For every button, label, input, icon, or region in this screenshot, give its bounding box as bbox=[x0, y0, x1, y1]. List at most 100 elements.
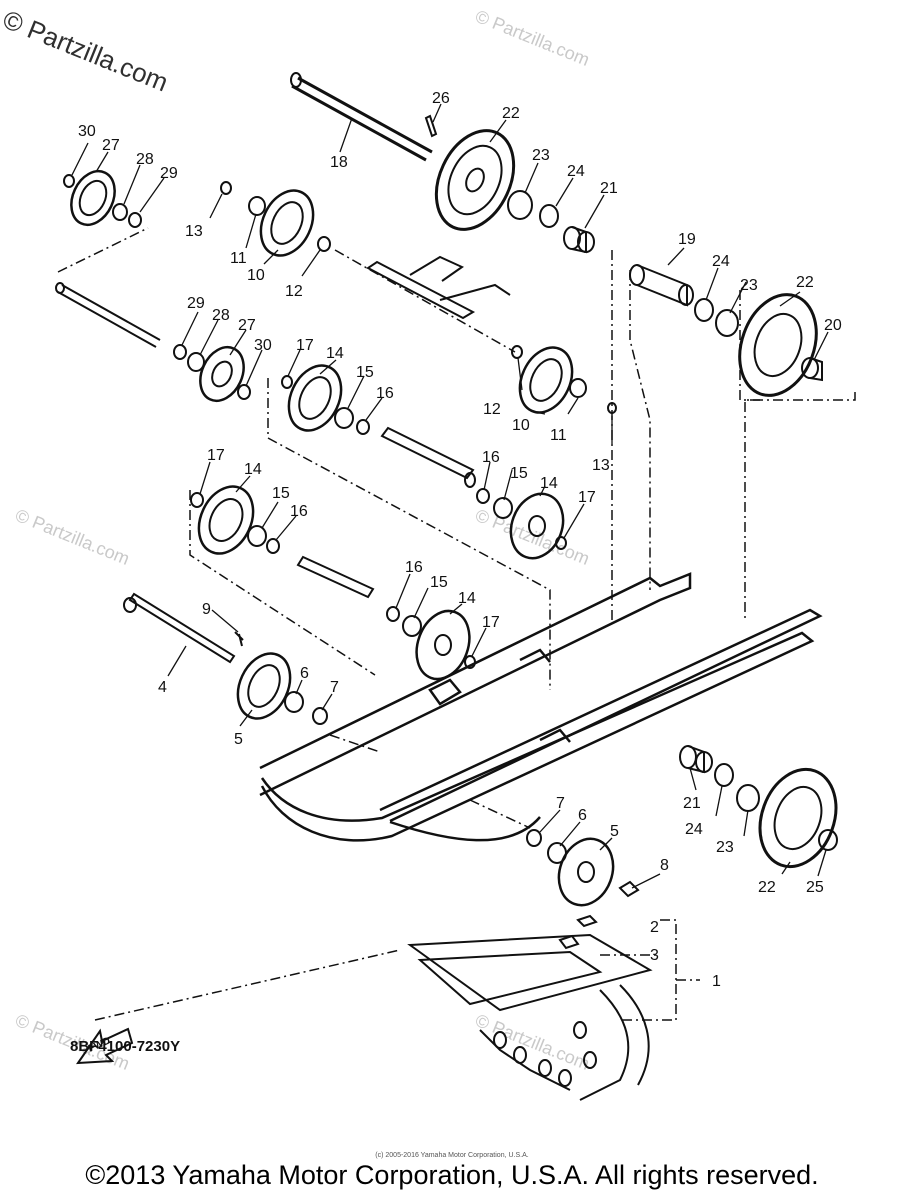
callout-15-c: 15 bbox=[510, 465, 528, 482]
callout-2: 2 bbox=[650, 919, 659, 936]
callout-21-lower: 21 bbox=[683, 795, 701, 812]
callout-22: 22 bbox=[502, 105, 520, 122]
wheel-22-right-illustration bbox=[738, 293, 818, 397]
washer-12-left bbox=[317, 236, 331, 252]
wheel-14-d-illustration bbox=[415, 609, 471, 681]
callout-29: 29 bbox=[160, 165, 178, 182]
callout-16-b: 16 bbox=[290, 503, 308, 520]
callout-25: 25 bbox=[806, 879, 824, 896]
stud-2-illustration bbox=[576, 914, 598, 928]
collar-24-lower bbox=[714, 763, 734, 787]
wheel-10-left-illustration bbox=[259, 189, 315, 257]
nut-30-mid bbox=[237, 384, 251, 400]
wheel-10-right-illustration bbox=[518, 346, 574, 414]
fwd-arrow-icon bbox=[76, 1027, 134, 1065]
callout-7-left: 7 bbox=[330, 679, 339, 696]
seal-16-d bbox=[386, 606, 400, 622]
callout-21: 21 bbox=[600, 180, 618, 197]
wheel-14-c-illustration bbox=[509, 492, 565, 560]
callout-23: 23 bbox=[532, 147, 550, 164]
callout-17-c: 17 bbox=[578, 489, 596, 506]
callout-23-lower: 23 bbox=[716, 839, 734, 856]
diagram-reference-code: 8BF4100-7230Y bbox=[70, 1038, 181, 1055]
stud-3-illustration bbox=[558, 934, 580, 950]
clip-9-illustration bbox=[234, 631, 244, 647]
callout-12: 12 bbox=[285, 283, 303, 300]
bearing-23-lower bbox=[736, 784, 760, 812]
bearing-15-c bbox=[493, 497, 513, 519]
callout-28: 28 bbox=[136, 151, 154, 168]
callout-14-d: 14 bbox=[458, 590, 476, 607]
callout-24-right: 24 bbox=[712, 253, 730, 270]
nut-8-illustration bbox=[618, 880, 640, 898]
callout-3: 3 bbox=[650, 947, 659, 964]
callout-6-right: 6 bbox=[578, 807, 587, 824]
callout-17-b: 17 bbox=[207, 447, 225, 464]
bearing-23-right bbox=[715, 309, 739, 337]
callout-14-a: 14 bbox=[326, 345, 344, 362]
track-illustration bbox=[407, 933, 653, 1101]
cap-20-illustration bbox=[801, 357, 823, 382]
cap-25-illustration bbox=[818, 829, 838, 851]
callout-7-right: 7 bbox=[556, 795, 565, 812]
callout-30-mid: 30 bbox=[254, 337, 272, 354]
bearing-28-mid bbox=[187, 352, 205, 372]
callout-labels: 18 26 22 23 24 21 30 27 28 29 13 11 10 1… bbox=[78, 90, 842, 990]
axle-left-illustration bbox=[55, 282, 161, 348]
callout-22-lower: 22 bbox=[758, 879, 776, 896]
callout-4: 4 bbox=[158, 679, 167, 696]
washer-17-c bbox=[555, 536, 567, 550]
bearing-15-b bbox=[247, 525, 267, 547]
callout-14-c: 14 bbox=[540, 475, 558, 492]
nut-13-right bbox=[607, 402, 617, 414]
bearing-11-right bbox=[569, 378, 587, 398]
callout-12-right: 12 bbox=[483, 401, 501, 418]
callout-10-right: 10 bbox=[512, 417, 530, 434]
callout-30: 30 bbox=[78, 123, 96, 140]
sleeve-21-top bbox=[563, 226, 595, 254]
callout-16-c: 16 bbox=[482, 449, 500, 466]
callout-11-right: 11 bbox=[550, 427, 567, 444]
collar-24-right bbox=[694, 298, 714, 322]
shaft-center-illustration bbox=[380, 426, 476, 488]
sleeve-19-illustration bbox=[629, 264, 694, 307]
callout-14-b: 14 bbox=[244, 461, 262, 478]
washer-29-mid bbox=[173, 344, 187, 360]
wheel-27-top-illustration bbox=[70, 170, 116, 226]
bearing-6-left bbox=[284, 691, 304, 713]
callout-5-left: 5 bbox=[234, 731, 243, 748]
wheel-22-top-illustration bbox=[434, 129, 516, 231]
nut-7-right bbox=[526, 829, 542, 847]
wheel-14-a-illustration bbox=[287, 364, 343, 432]
bolt-4-illustration bbox=[123, 592, 236, 664]
shaft-lower-illustration bbox=[296, 555, 375, 599]
callout-19: 19 bbox=[678, 231, 696, 248]
callout-22-right: 22 bbox=[796, 274, 814, 291]
callout-8: 8 bbox=[660, 857, 669, 874]
cross-bracket-illustration bbox=[366, 255, 511, 320]
bearing-15-d bbox=[402, 615, 422, 637]
callout-15-a: 15 bbox=[356, 364, 374, 381]
bearing-11-left bbox=[248, 196, 266, 216]
callout-10: 10 bbox=[247, 267, 265, 284]
copyright-footer: ©2013 Yamaha Motor Corporation, U.S.A. A… bbox=[85, 1160, 819, 1190]
washer-17-a bbox=[281, 375, 293, 389]
callout-6-left: 6 bbox=[300, 665, 309, 682]
slide-rails-illustration bbox=[259, 572, 823, 842]
callout-28-mid: 28 bbox=[212, 307, 230, 324]
wheel-5-left-illustration bbox=[236, 652, 292, 720]
callout-26: 26 bbox=[432, 90, 450, 107]
wheel-27-mid-illustration bbox=[199, 346, 245, 402]
nut-7-left bbox=[312, 707, 328, 725]
callout-24-lower: 24 bbox=[685, 821, 703, 838]
callout-15-d: 15 bbox=[430, 574, 448, 591]
nut-30-top bbox=[63, 174, 75, 188]
callout-15-b: 15 bbox=[272, 485, 290, 502]
callout-20: 20 bbox=[824, 317, 842, 334]
callout-9: 9 bbox=[202, 601, 211, 618]
seal-16-c bbox=[476, 488, 490, 504]
wheel-22-lower-illustration bbox=[758, 767, 838, 869]
callout-17-a: 17 bbox=[296, 337, 314, 354]
sleeve-21-lower bbox=[679, 745, 713, 774]
